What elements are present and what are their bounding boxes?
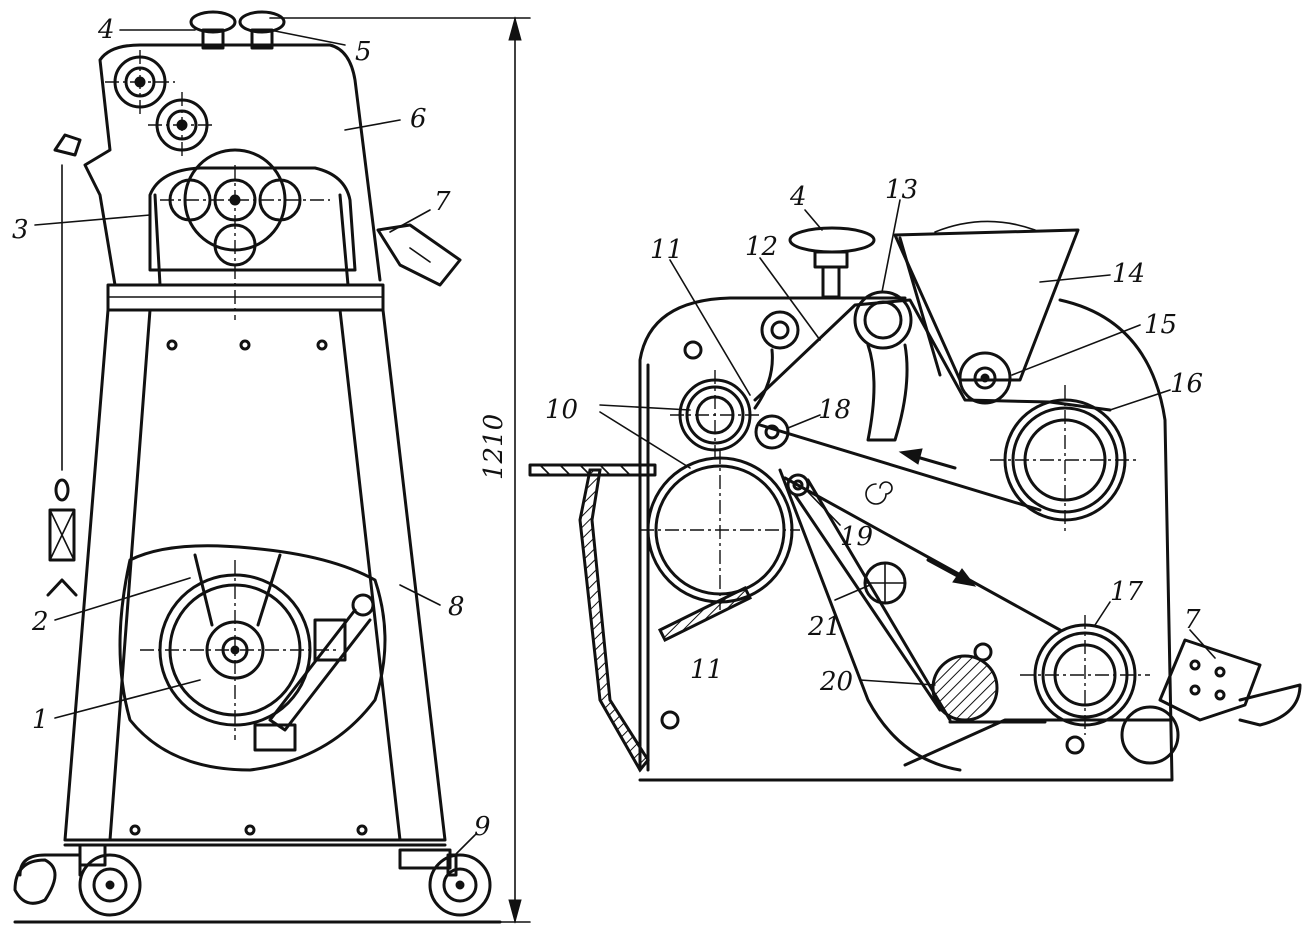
label-6: 6 [410, 104, 427, 134]
output-roller [1120, 705, 1180, 765]
caster-right [398, 848, 492, 917]
label-3: 3 [12, 215, 29, 245]
label-15: 15 [1144, 310, 1177, 340]
height-dimension-label: 1210 [479, 414, 509, 480]
scraper-11-lower [657, 585, 753, 643]
roller-19 [786, 473, 810, 497]
label-4-right: 4 [789, 182, 807, 212]
label-12: 12 [745, 232, 778, 262]
head-gear-upper [105, 50, 175, 115]
label-11-upper: 11 [650, 235, 683, 265]
chute-left [376, 223, 462, 287]
label-20: 20 [819, 667, 853, 697]
motor-pulley [140, 553, 340, 740]
label-7-left: 7 [434, 187, 451, 217]
chain-weight [46, 133, 82, 597]
label-8: 8 [448, 592, 465, 622]
tensioner-arm [253, 593, 375, 752]
input-tray [528, 463, 657, 477]
frame-bolts [129, 339, 368, 836]
label-11-lower: 11 [690, 655, 723, 685]
belts [753, 298, 1112, 772]
roller-10-upper [670, 370, 760, 460]
label-1: 1 [32, 705, 49, 735]
spiral [865, 481, 893, 505]
label-18: 18 [818, 395, 851, 425]
roller-15 [958, 351, 1012, 405]
roller-cluster [148, 148, 357, 320]
roller-17 [1020, 615, 1150, 735]
side-section: 4 11 12 13 14 15 16 10 18 19 21 11 20 17… [528, 175, 1302, 782]
label-10: 10 [545, 395, 578, 425]
knob-4-right [788, 226, 876, 299]
label-4-left: 4 [97, 15, 115, 45]
height-dimension: 1210 [269, 16, 531, 924]
casing [638, 296, 1174, 782]
label-9: 9 [474, 812, 491, 842]
liner-left [578, 468, 650, 773]
label-7-right: 7 [1184, 605, 1201, 635]
label-13: 13 [885, 175, 918, 205]
roller-10-lower [640, 450, 800, 610]
roller-20 [931, 642, 999, 722]
chute-right [1158, 638, 1302, 727]
roller-12 [753, 310, 800, 410]
roller-21 [863, 561, 907, 605]
label-21: 21 [807, 612, 841, 642]
caster-left [13, 843, 142, 917]
label-5: 5 [355, 37, 372, 67]
base-plate [903, 718, 1172, 767]
head-gear-lower [148, 92, 215, 160]
roller-13 [853, 290, 913, 442]
motor-cutout [118, 544, 387, 772]
label-17: 17 [1110, 577, 1144, 607]
leaders-right [599, 199, 1216, 686]
roller-16 [990, 385, 1140, 535]
label-16: 16 [1170, 369, 1203, 399]
label-19: 19 [840, 522, 873, 552]
label-2: 2 [31, 607, 49, 637]
knob-5 [238, 10, 286, 50]
main-frame [63, 308, 447, 842]
hopper [893, 220, 1080, 382]
leaders-left [34, 29, 476, 856]
front-elevation: 1210 4 5 6 3 7 2 1 8 9 [12, 10, 531, 924]
head-housing [83, 43, 382, 287]
belt-arrows [898, 448, 977, 587]
label-14: 14 [1112, 259, 1145, 289]
knob-4 [189, 10, 237, 50]
